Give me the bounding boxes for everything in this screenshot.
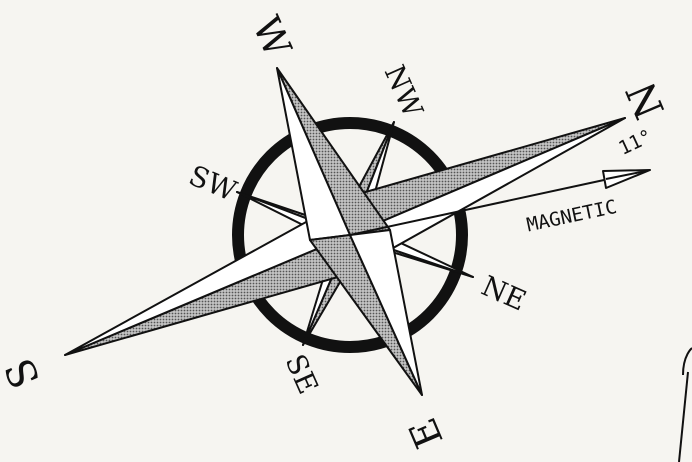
corner-arc xyxy=(683,348,692,375)
label-w: W xyxy=(244,10,300,64)
label-e: E xyxy=(400,412,451,455)
label-s: S xyxy=(0,351,50,394)
label-nw: NW xyxy=(378,60,430,122)
label-sw: SW xyxy=(184,159,241,208)
label-se: SE xyxy=(279,349,325,399)
declination-label: 11° xyxy=(615,125,655,159)
magnetic-label: MAGNETIC xyxy=(525,196,619,237)
label-n: N xyxy=(618,75,674,125)
corner-line xyxy=(679,372,688,462)
label-ne: NE xyxy=(477,269,531,317)
